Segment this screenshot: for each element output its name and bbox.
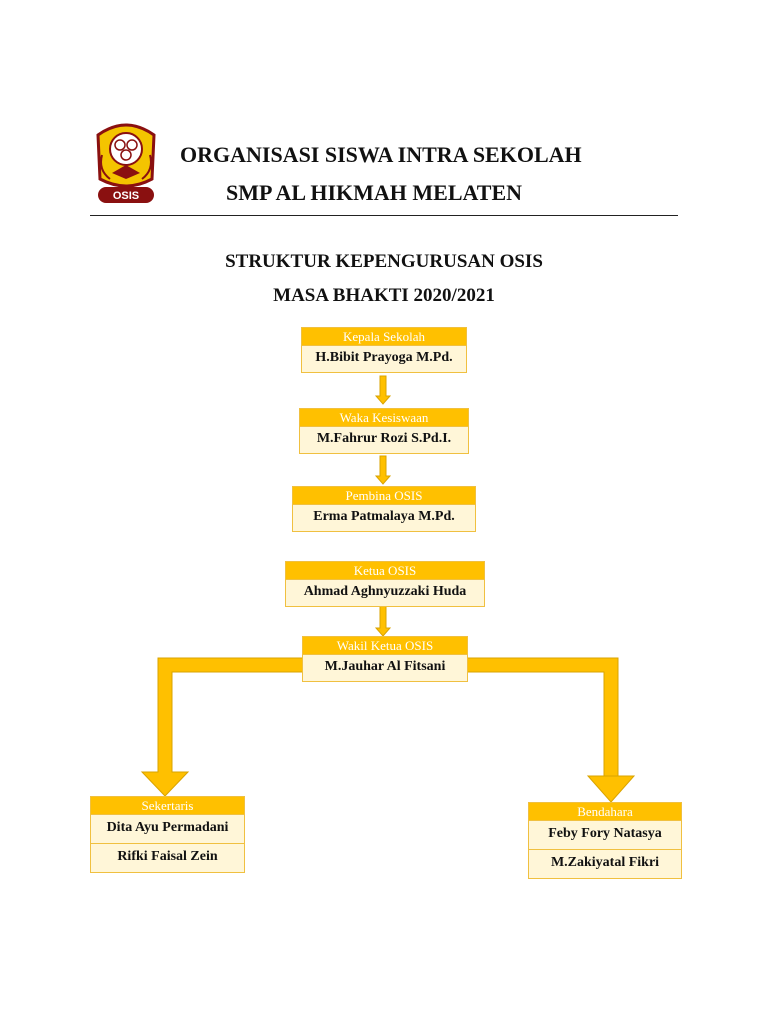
- bendahara-name: Feby Fory Natasya: [548, 826, 662, 841]
- ketua-osis-box: Ketua OSIS Ahmad Aghnyuzzaki Huda: [285, 561, 485, 607]
- arrow-wakil-bendahara: [465, 657, 636, 803]
- pembina-osis-box: Pembina OSIS Erma Patmalaya M.Pd.: [292, 486, 476, 532]
- bendahara-box: Bendahara Feby Fory Natasya M.Zakiyatal …: [528, 802, 682, 879]
- kepala-sekolah-box: Kepala Sekolah H.Bibit Prayoga M.Pd.: [301, 327, 467, 373]
- kepala-sekolah-name: H.Bibit Prayoga M.Pd.: [315, 350, 453, 365]
- waka-kesiswaan-name: M.Fahrur Rozi S.Pd.I.: [316, 431, 452, 446]
- arrow-kepala-waka: [374, 375, 392, 405]
- osis-logo: OSIS: [90, 115, 162, 211]
- school-name: SMP AL HIKMAH MELATEN: [226, 180, 523, 205]
- bendahara-name: M.Zakiyatal Fikri: [529, 849, 681, 878]
- kepala-sekolah-role: Kepala Sekolah: [302, 328, 466, 346]
- waka-kesiswaan-role: Waka Kesiswaan: [300, 409, 468, 427]
- header-divider: [90, 215, 678, 216]
- sekretaris-name: Rifki Faisal Zein: [91, 843, 244, 872]
- ketua-osis-name: Ahmad Aghnyuzzaki Huda: [303, 584, 467, 599]
- bendahara-role: Bendahara: [529, 803, 681, 821]
- arrow-wakil-sekretaris: [140, 657, 304, 797]
- arrow-waka-pembina: [374, 455, 392, 485]
- wakil-ketua-name: M.Jauhar Al Fitsani: [324, 659, 446, 674]
- wakil-ketua-box: Wakil Ketua OSIS M.Jauhar Al Fitsani: [302, 636, 468, 682]
- sekretaris-box: Sekertaris Dita Ayu Permadani Rifki Fais…: [90, 796, 245, 873]
- logo-osis-text: OSIS: [113, 190, 139, 202]
- ketua-osis-role: Ketua OSIS: [286, 562, 484, 580]
- org-title: ORGANISASI SISWA INTRA SEKOLAH: [180, 142, 582, 167]
- period-title: MASA BHAKTI 2020/2021: [273, 285, 495, 306]
- wakil-ketua-role: Wakil Ketua OSIS: [303, 637, 467, 655]
- pembina-osis-name: Erma Patmalaya M.Pd.: [313, 509, 455, 524]
- pembina-osis-role: Pembina OSIS: [293, 487, 475, 505]
- sekretaris-name: Dita Ayu Permadani: [106, 820, 229, 835]
- structure-title: STRUKTUR KEPENGURUSAN OSIS: [225, 251, 543, 272]
- sekretaris-role: Sekertaris: [91, 797, 244, 815]
- waka-kesiswaan-box: Waka Kesiswaan M.Fahrur Rozi S.Pd.I.: [299, 408, 469, 454]
